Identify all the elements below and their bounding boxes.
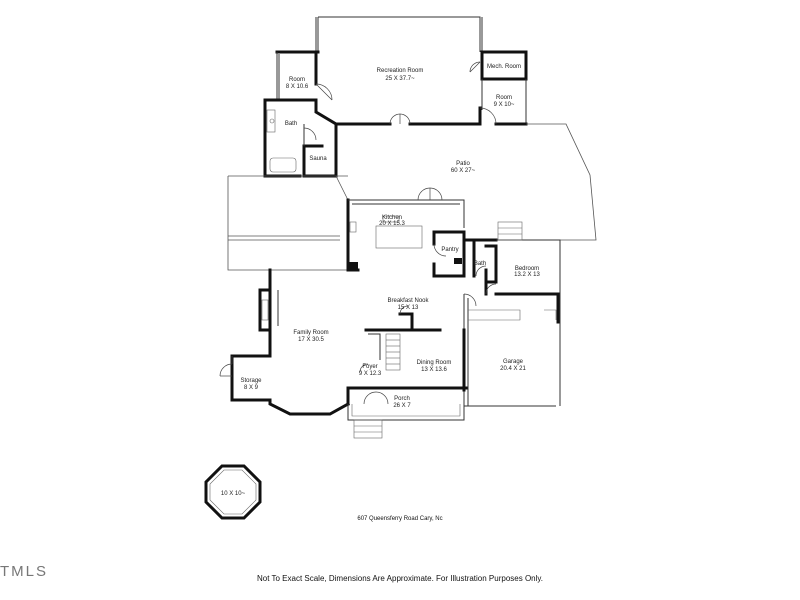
label-porch-name: Porch: [394, 396, 410, 402]
stair-icon: [385, 333, 401, 371]
label-dining-name: Dining Room: [417, 360, 452, 366]
label-garage-dims: 20.4 X 21: [500, 366, 526, 372]
room-labels: Recreation Room 25 X 37.7~ Mech. Room Ro…: [221, 64, 541, 497]
label-garage-name: Garage: [503, 359, 524, 365]
label-kitchen-dims: 20 X 15.3: [379, 221, 405, 227]
label-kitchen-name: Kitchen: [382, 215, 402, 221]
gazebo-octagon: [204, 464, 262, 520]
watermark-logo: TMLS: [0, 563, 49, 580]
label-bath-lower-name: Bath: [474, 261, 486, 267]
label-recreation-dims: 25 X 37.7~: [385, 76, 415, 82]
upper-level-walls: [263, 16, 528, 178]
label-storage-name: Storage: [240, 378, 262, 384]
label-room-small-name: Room: [496, 95, 512, 101]
label-bath-upper-name: Bath: [285, 121, 297, 127]
label-gazebo-dims: 10 X 10~: [221, 491, 246, 497]
main-level-walls: [219, 187, 561, 439]
label-sauna-name: Sauna: [309, 156, 327, 162]
label-porch-dims: 26 X 7: [393, 403, 411, 409]
label-pantry-name: Pantry: [441, 247, 458, 253]
patio-outline: [227, 123, 597, 271]
porch-steps-icon: [353, 419, 383, 439]
disclaimer-caption: Not To Exact Scale, Dimensions Are Appro…: [256, 574, 544, 583]
address-caption: 607 Queensferry Road Cary, Nc: [357, 516, 443, 522]
label-breakfast-dims: 15 X 13: [398, 305, 419, 311]
label-room-left-name: Room: [289, 77, 305, 83]
label-patio-name: Patio: [456, 161, 470, 167]
label-storage-dims: 8 X 9: [244, 385, 259, 391]
patio-steps-icon: [497, 221, 523, 241]
label-dining-dims: 13 X 13.6: [421, 367, 447, 373]
label-family-dims: 17 X 30.5: [298, 337, 324, 343]
label-family-name: Family Room: [293, 330, 328, 336]
label-breakfast-name: Breakfast Nook: [387, 298, 429, 304]
label-room-left-dims: 8 X 10.6: [286, 84, 309, 90]
label-mech-name: Mech. Room: [487, 64, 521, 70]
label-foyer-dims: 9 X 12.3: [359, 371, 382, 377]
label-room-small-dims: 9 X 10~: [494, 102, 515, 108]
label-bedroom-name: Bedroom: [515, 266, 539, 272]
label-foyer-name: Foyer: [362, 364, 377, 370]
label-recreation-name: Recreation Room: [377, 68, 424, 74]
label-patio-dims: 60 X 27~: [451, 168, 476, 174]
label-bedroom-dims: 13.2 X 13: [514, 272, 540, 278]
